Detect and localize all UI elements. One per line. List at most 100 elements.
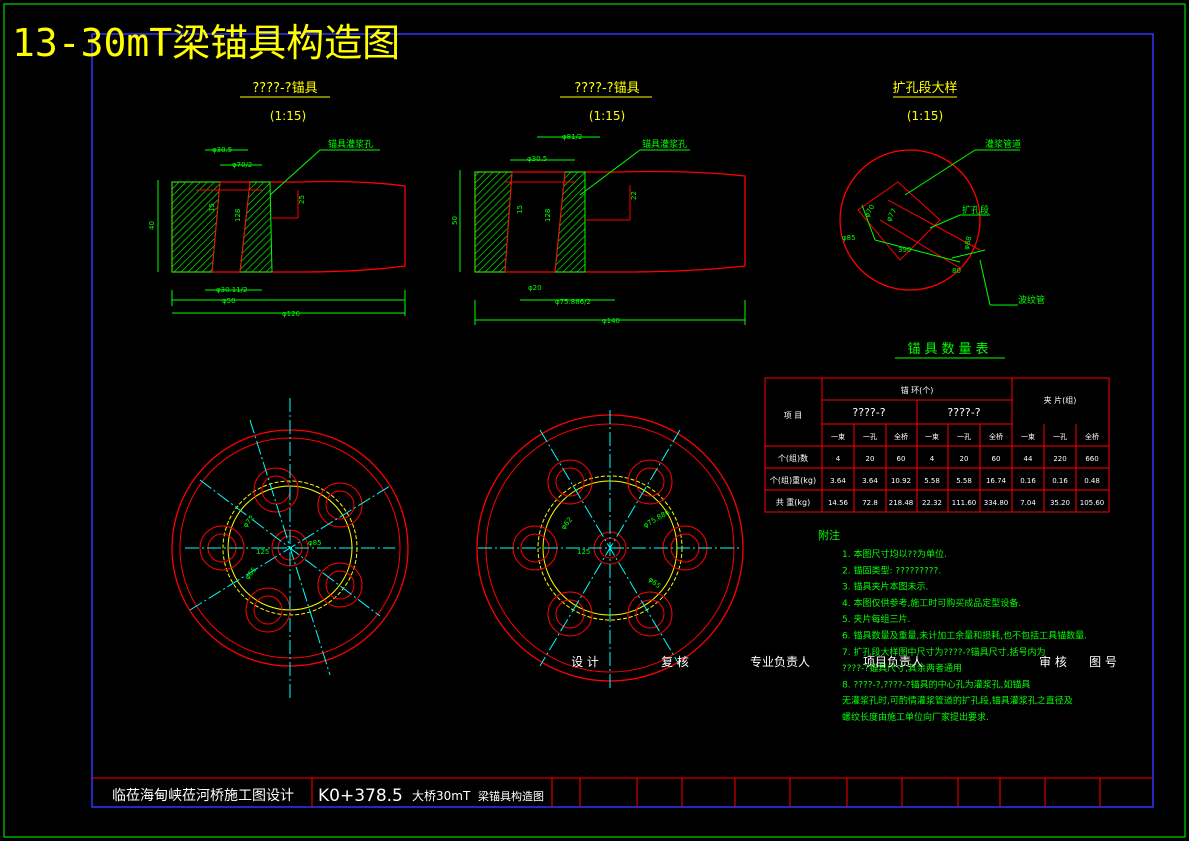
project-name: 临莅海甸峡莅河桥施工图设计 (112, 788, 294, 804)
inner-frame (91, 33, 1154, 808)
table-col-item: 项 目 (784, 411, 803, 420)
dim: φ30.5 (212, 146, 232, 154)
note-item: 1. 本图尺寸均以??为单位. (842, 548, 947, 560)
sig-review: 审 核 (1039, 654, 1067, 669)
table-cell: 4 (836, 455, 841, 463)
table-title: 锚具数量表 (907, 342, 992, 357)
table-group-anchor: 锚 环(个) (901, 385, 934, 395)
table-sub1: ????-? (852, 406, 885, 419)
dim: φ30.5 (527, 155, 547, 163)
dim: φ75.886/2 (555, 298, 591, 306)
table-cell: 0.16 (1020, 477, 1036, 485)
dim: φ85 (308, 539, 322, 547)
table-cell: 105.60 (1080, 499, 1105, 507)
dim: 128 (544, 209, 552, 222)
notes-list: 1. 本图尺寸均以??为单位. 2. 锚固类型: ?????????. 3. 锚具夹… (842, 548, 1087, 723)
dim: φ126 (282, 310, 301, 318)
table-cell: 334.80 (984, 499, 1009, 507)
drawing-name: 梁锚具构造图 (478, 789, 544, 803)
dim: φ30.11/2 (216, 286, 247, 294)
table-cell: 660 (1085, 455, 1098, 463)
table-cell: 220 (1053, 455, 1066, 463)
dim: φ50 (222, 297, 236, 305)
dim: φ75.886 (642, 508, 672, 530)
note-item: 5. 夹片每组三片. (842, 613, 910, 625)
table-cell: 7.04 (1020, 499, 1036, 507)
table-col-header: 一束 (831, 433, 845, 441)
table-cell: 60 (992, 455, 1001, 463)
table-cell: 5.58 (924, 477, 940, 485)
note-item: 8. ????-?,????-?锚具的中心孔为灌浆孔,如锚具 (842, 678, 1030, 690)
dim: φ88 (962, 235, 973, 250)
dim: 125 (577, 548, 590, 556)
note-item: 3. 锚具夹片本图未示. (842, 581, 928, 593)
dim: φ70/2 (232, 161, 252, 169)
table-cell: 10.92 (891, 477, 911, 485)
table-col-header: 一束 (925, 433, 939, 441)
table-col-header: 一孔 (863, 433, 877, 441)
sig-specialty: 专业负责人 (750, 654, 810, 669)
table-cell: 22.32 (922, 499, 942, 507)
expansion-detail: 扩孔段大样 (1:15) 灌浆管道 扩孔段 波纹管 φ70 φ77 φ85 39… (839, 81, 1045, 306)
dim: φ62 (559, 516, 574, 532)
left-plan-view: φ72 125 φ85 φ65 (171, 398, 409, 700)
left-anchor-hole-label: 锚具灌浆孔 (328, 138, 373, 150)
detail-label: 波纹管 (1018, 294, 1045, 306)
table-row-label: 共 重(kg) (776, 497, 811, 507)
quantity-table: 锚具数量表 项 目 锚 环(个) 夹 片(组) ????-? ????-? 一束… (764, 342, 1110, 513)
note-item: ????-?锚具尺寸,其余两者通用 (842, 662, 962, 674)
dim: 390 (898, 246, 911, 254)
sig-drawing-no: 图 号 (1089, 655, 1117, 669)
table-col-header: 一孔 (1053, 433, 1067, 441)
table-cell: 3.64 (862, 477, 878, 485)
signature-row: 设 计 复 核 专业负责人 项目负责人 审 核 图 号 (571, 654, 1117, 669)
table-cell: 0.16 (1052, 477, 1068, 485)
dim: φ72 (241, 514, 256, 530)
dim: φ81/2 (562, 133, 582, 141)
notes-heading: 附注 (818, 528, 840, 542)
table-cell: 35.20 (1050, 499, 1070, 507)
table-col-header: 全桥 (894, 432, 908, 441)
station: K0+378.5 (318, 786, 403, 806)
table-header-cols: 一束一孔全桥一束一孔全桥一束一孔全桥 (831, 432, 1099, 441)
table-sub2: ????-? (947, 406, 980, 419)
note-item: 2. 锚固类型: ?????????. (842, 564, 941, 576)
dim: φ65 (243, 566, 258, 582)
table-cell: 5.58 (956, 477, 972, 485)
detail-label: 扩孔段 (962, 204, 989, 216)
table-cell: 3.64 (830, 477, 846, 485)
table-row-label: 个(组)数 (778, 453, 808, 463)
table-cell: 20 (960, 455, 969, 463)
drawing-title: 13-30mT梁锚具构造图 (12, 21, 400, 65)
dim: 50 (451, 216, 459, 225)
dim: 15 (208, 203, 216, 212)
dim: 80 (952, 267, 961, 275)
note-item: 4. 本图仅供参考,施工时可购买成品定型设备. (842, 597, 1021, 609)
dim: φ77 (885, 207, 899, 223)
table-group-clip: 夹 片(组) (1044, 395, 1077, 405)
mid-anchor-heading: ????-?锚具 (574, 81, 639, 96)
dim: φ20 (528, 284, 542, 292)
table-cell: 20 (866, 455, 875, 463)
dim: φ65 (647, 575, 663, 590)
note-item: 7. 扩孔段大样图中尺寸为????-?锚具尺寸,括号内为 (842, 646, 1045, 658)
dim: 25 (298, 195, 306, 204)
table-cell: 14.56 (828, 499, 849, 507)
table-cell: 60 (897, 455, 906, 463)
notes: 附注 1. 本图尺寸均以??为单位. 2. 锚固类型: ?????????. 3. … (818, 528, 1087, 723)
dim: 22 (630, 191, 638, 200)
detail-heading: 扩孔段大样 (892, 81, 957, 96)
outer-frame (3, 3, 1186, 838)
table-row-label: 个(组)重(kg) (770, 475, 816, 485)
dim: φ85 (842, 234, 856, 242)
table-col-header: 全桥 (989, 432, 1003, 441)
left-anchor-heading: ????-?锚具 (252, 81, 317, 96)
title-block: 临莅海甸峡莅河桥施工图设计 K0+378.5 大桥30mT 梁锚具构造图 (92, 777, 1153, 807)
detail-label: 灌浆管道 (985, 138, 1021, 150)
sig-design: 设 计 (571, 655, 599, 669)
table-cell: 0.48 (1084, 477, 1100, 485)
table-col-header: 一束 (1021, 433, 1035, 441)
dim: 128 (234, 209, 242, 222)
